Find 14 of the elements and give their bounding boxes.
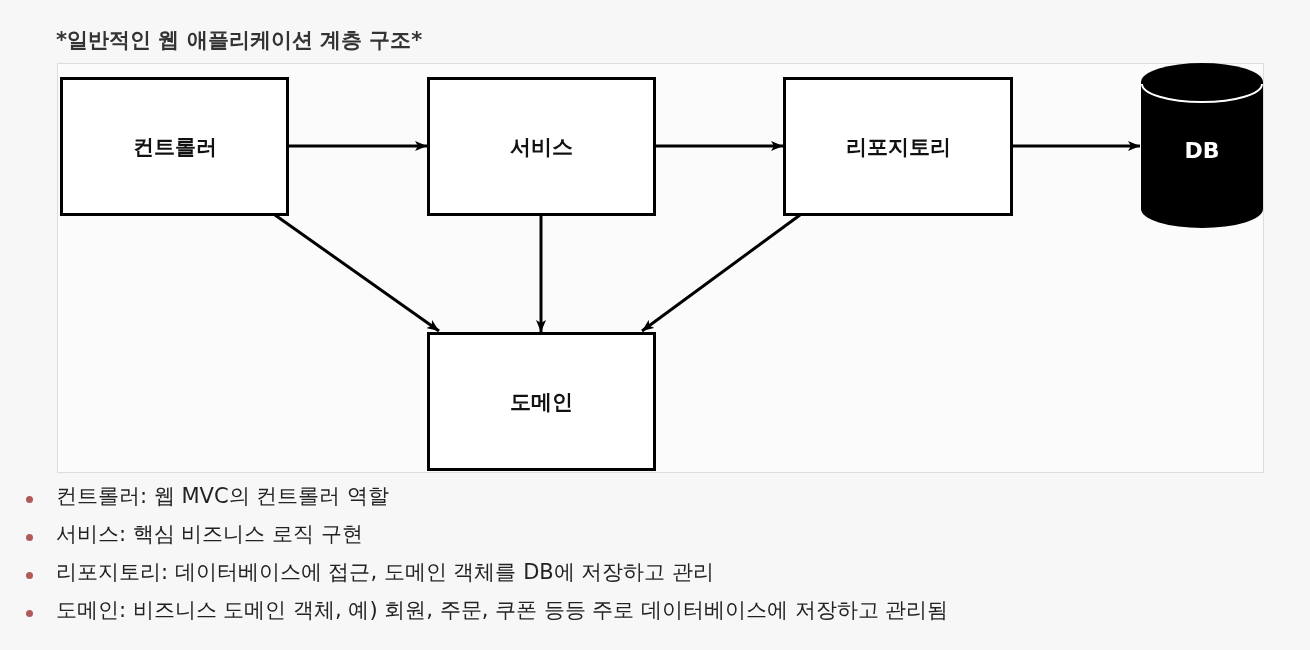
- bullet-text: 서비스: 핵심 비즈니스 로직 구현: [56, 521, 363, 548]
- arrow: [1012, 141, 1140, 151]
- arrow: [288, 141, 427, 151]
- arrow: [655, 141, 783, 151]
- process-box: 도메인: [427, 332, 656, 471]
- process-box: 컨트롤러: [60, 77, 289, 216]
- bullet-text: 컨트롤러: 웹 MVC의 컨트롤러 역할: [56, 483, 389, 510]
- bullet-text: 리포지토리: 데이터베이스에 접근, 도메인 객체를 DB에 저장하고 관리: [56, 559, 715, 586]
- arrow: [536, 215, 546, 332]
- title: *일반적인 웹 애플리케이션 계층 구조*: [56, 27, 423, 54]
- database-cylinder: DB: [1140, 62, 1264, 229]
- bullet-text: 도메인: 비즈니스 도메인 객체, 예) 회원, 주문, 쿠폰 등등 주로 데이터베이스에 저장하고 관리됨: [56, 597, 949, 624]
- process-box: 서비스: [427, 77, 656, 216]
- process-box: 리포지토리: [783, 77, 1013, 216]
